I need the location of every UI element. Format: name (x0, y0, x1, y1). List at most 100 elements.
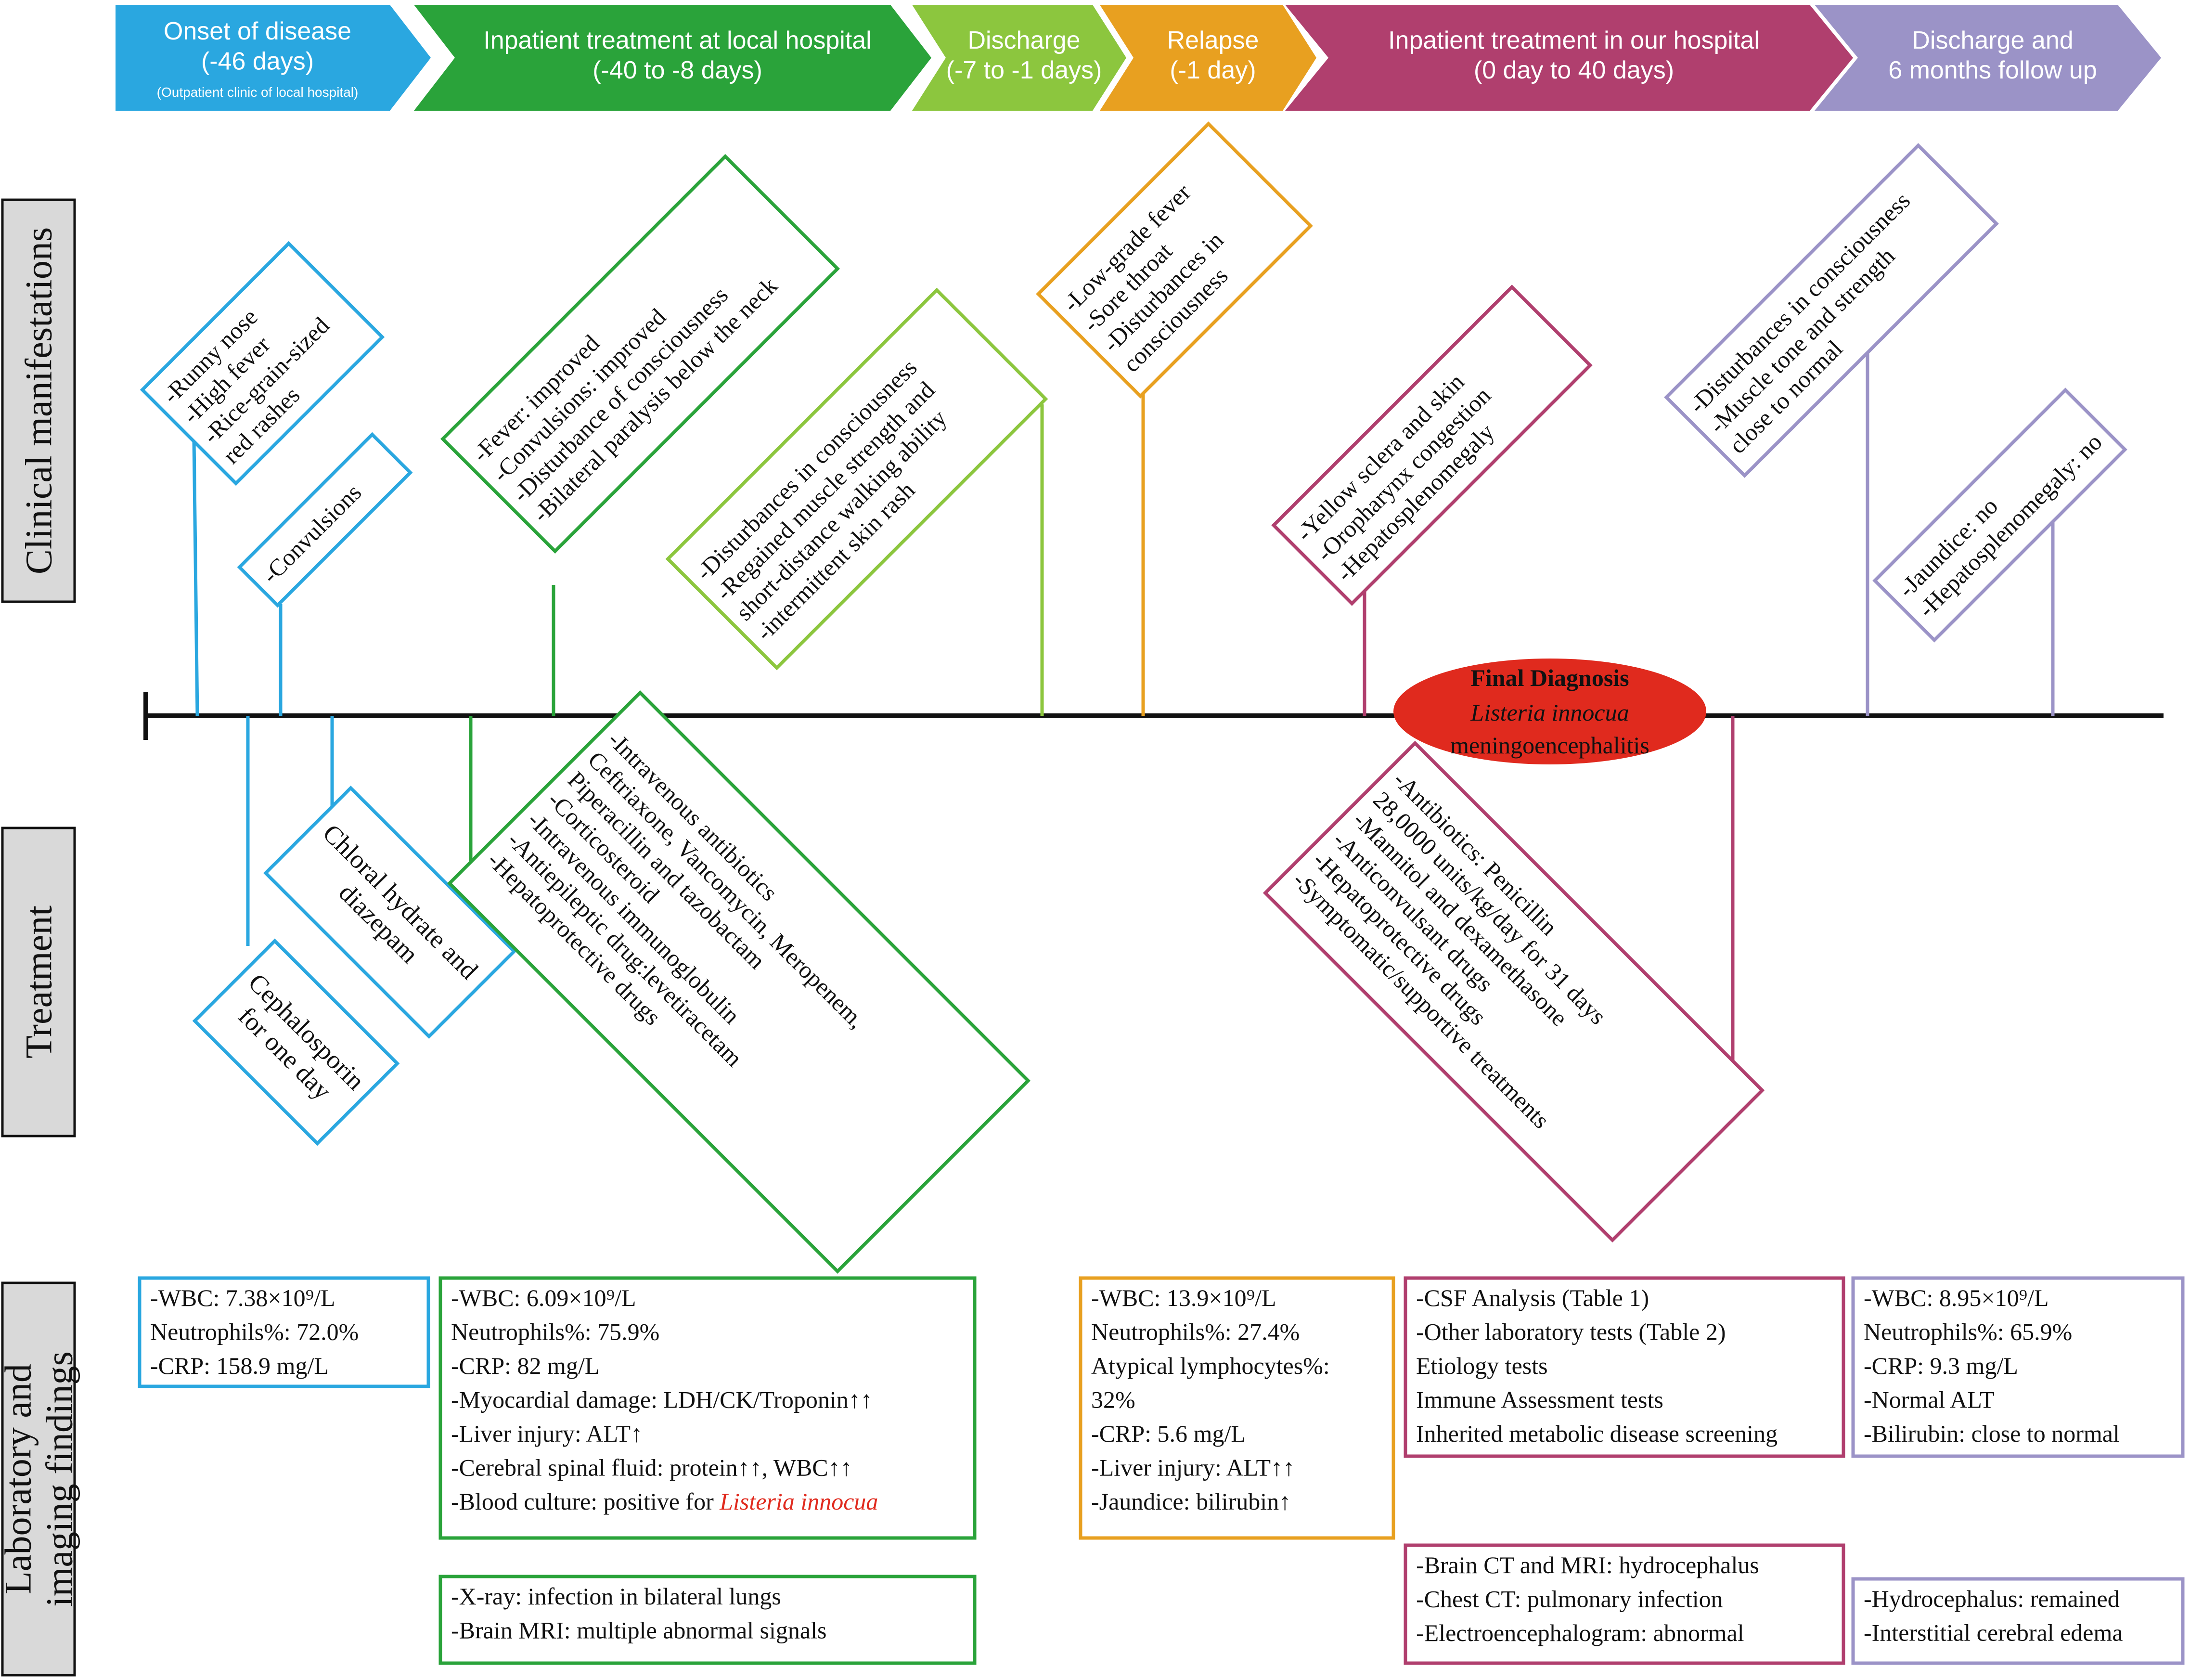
sidebar-label: Clinical manifestations (18, 227, 60, 574)
lab-line: -Normal ALT (1864, 1386, 1995, 1413)
lab-line: Etiology tests (1416, 1352, 1548, 1379)
lab-line: -CSF Analysis (Table 1) (1416, 1284, 1649, 1311)
lab-box-4: -WBC: 13.9×10⁹/L Neutrophils%: 27.4% Atypi… (1079, 1276, 1395, 1540)
phase-sublabel: (Outpatient clinic of local hospital) (157, 85, 359, 100)
lab-line: -WBC: 7.38×10⁹/L (150, 1284, 335, 1311)
clinical-box-1: -Runny nose-High fever-Rice-grain-sizedr… (140, 241, 385, 486)
box-border (1079, 1276, 1395, 1540)
sidebar-label: imaging findings (38, 1351, 80, 1607)
phase-arrow-2: Inpatient treatment at local hospital(-4… (414, 5, 931, 111)
box-border (1271, 284, 1593, 606)
phase-shape (414, 5, 931, 111)
sidebar-label: Laboratory and (0, 1364, 39, 1594)
lab-line: Neutrophils%: 75.9% (451, 1318, 659, 1345)
box-border (1036, 121, 1313, 399)
phase-arrow-3: Discharge(-7 to -1 days) (912, 5, 1126, 111)
box-border (447, 690, 1031, 1274)
box-border (440, 154, 840, 554)
lab-line: -Hydrocephalus: remained (1864, 1585, 2120, 1612)
box-border (1872, 388, 2127, 643)
box-border (1262, 740, 1765, 1243)
final-diagnosis-organism: Listeria innocua (1470, 699, 1629, 726)
lab-line: -Brain MRI: multiple abnormal signals (451, 1617, 826, 1644)
highlight-organism: Listeria innocua (719, 1488, 878, 1515)
lab-line: Neutrophils%: 72.0% (150, 1318, 359, 1345)
lab-line: -Other laboratory tests (Table 2) (1416, 1318, 1726, 1345)
phase-label: 6 months follow up (1888, 56, 2097, 84)
final-diagnosis-title: Final Diagnosis (1470, 664, 1629, 691)
phase-shape (912, 5, 1126, 111)
final-diagnosis-ellipse (1393, 659, 1706, 764)
lab-line: -X-ray: infection in bilateral lungs (451, 1583, 781, 1610)
phase-arrow-1: Onset of disease(-46 days)(Outpatient cl… (116, 5, 431, 111)
phase-label: (-40 to -8 days) (593, 56, 762, 84)
sidebar-clinical: Clinical manifestations (1, 198, 76, 603)
phase-label: Discharge (967, 26, 1080, 54)
lab-line: -WBC: 6.09×10⁹/L (451, 1284, 636, 1311)
box-border (438, 1575, 977, 1665)
box-border (263, 785, 517, 1039)
lab-line: -Interstitial cerebral edema (1864, 1619, 2123, 1646)
lab-box-6: -Brain CT and MRI: hydrocephalus -Chest C… (1404, 1543, 1845, 1665)
lab-line: -Jaundice: bilirubin↑ (1091, 1488, 1291, 1515)
phase-shape (1100, 5, 1316, 111)
lab-line: -WBC: 8.95×10⁹/L (1864, 1284, 2049, 1311)
lab-line: -Myocardial damage: LDH/CK/Troponin↑↑ (451, 1386, 873, 1413)
lab-line: -Blood culture: positive for Listeria in… (451, 1488, 878, 1515)
phase-arrow-4: Relapse(-1 day) (1100, 5, 1316, 111)
lab-line: Neutrophils%: 27.4% (1091, 1318, 1300, 1345)
box-border (138, 1276, 430, 1388)
final-diagnosis-disease: meningoencephalitis (1450, 732, 1649, 759)
lab-line: -CRP: 5.6 mg/L (1091, 1420, 1246, 1447)
clinical-box-8: -Jaundice: no-Hepatosplenomegaly: no (1872, 388, 2127, 643)
box-border (1851, 1276, 2185, 1458)
phase-label: Discharge and (1912, 26, 2073, 54)
box-border (1404, 1276, 1845, 1458)
lab-line: -WBC: 13.9×10⁹/L (1091, 1284, 1276, 1311)
lab-line: -Cerebral spinal fluid: protein↑↑, WBC↑↑ (451, 1454, 852, 1481)
phase-shape (1285, 5, 1853, 111)
phase-label: Inpatient treatment in our hospital (1388, 26, 1760, 54)
sidebar-text: Clinical manifestations (18, 227, 60, 574)
lab-line: -Electroencephalogram: abnormal (1416, 1619, 1744, 1646)
clinical-box-6: -Yellow sclera and skin-Oropharynx conge… (1271, 284, 1593, 606)
phase-label: Relapse (1167, 26, 1259, 54)
sidebar-box (1, 198, 76, 603)
sidebar-label: Treatment (18, 905, 60, 1059)
phase-shape (116, 5, 431, 111)
sidebar-treatment: Treatment (1, 827, 76, 1137)
lab-line: Atypical lymphocytes%: (1091, 1352, 1330, 1379)
lab-line: -CRP: 9.3 mg/L (1864, 1352, 2018, 1379)
lab-line: -Liver injury: ALT↑↑ (1091, 1454, 1295, 1481)
lab-box-7: -WBC: 8.95×10⁹/L Neutrophils%: 65.9%-CRP… (1851, 1276, 2185, 1458)
lab-line: 32% (1091, 1386, 1135, 1413)
box-border (1664, 143, 1999, 478)
clinical-box-7: -Disturbances in consciousness-Muscle to… (1664, 143, 1999, 478)
phase-arrow-5: Inpatient treatment in our hospital(0 da… (1285, 5, 1853, 111)
box-border (665, 287, 1048, 671)
sidebar-box (1, 827, 76, 1137)
box-border (237, 432, 413, 608)
box-border (1404, 1543, 1845, 1665)
box-border (438, 1276, 977, 1540)
phase-label: (0 day to 40 days) (1474, 56, 1674, 84)
lab-box-5: -CSF Analysis (Table 1) -Other laboratory… (1404, 1276, 1845, 1458)
lab-line: -CRP: 82 mg/L (451, 1352, 599, 1379)
box-border (192, 938, 400, 1146)
lab-line: -CRP: 158.9 mg/L (150, 1352, 329, 1379)
phase-label: (-1 day) (1170, 56, 1256, 84)
lab-line: -Brain CT and MRI: hydrocephalus (1416, 1551, 1759, 1578)
lab-line: -Chest CT: pulmonary infection (1416, 1586, 1723, 1613)
lab-line: -Liver injury: ALT↑ (451, 1420, 643, 1447)
box-border (140, 241, 385, 486)
lab-box-2: -WBC: 6.09×10⁹/L Neutrophils%: 75.9% -CRP… (438, 1276, 977, 1540)
sidebar-box (1, 1281, 76, 1677)
lab-box-8: -Hydrocephalus: remained -Interstitial ce… (1851, 1577, 2185, 1665)
